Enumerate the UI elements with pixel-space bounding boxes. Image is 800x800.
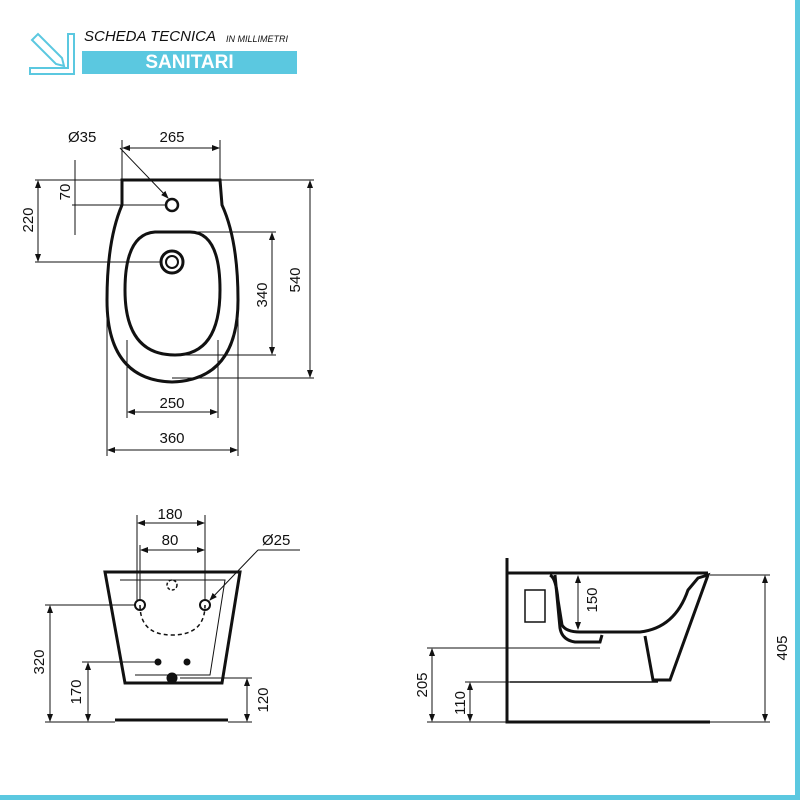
dim-405: 405 (774, 635, 791, 660)
bidet-outline (105, 178, 240, 384)
front-view (45, 515, 300, 723)
sheet-title: SCHEDA TECNICA (84, 28, 216, 45)
dim-70: 70 (57, 184, 74, 201)
dim-250: 250 (159, 395, 184, 412)
border-bottom (0, 795, 800, 800)
tap-hole (164, 197, 180, 213)
side-view (427, 558, 770, 724)
dim-150: 150 (584, 587, 601, 612)
bowl-outline (123, 230, 222, 357)
wall-and-floor (505, 558, 710, 724)
drain-hole (159, 249, 185, 275)
top-view (35, 140, 314, 456)
dim-340: 340 (254, 282, 271, 307)
border-right (795, 0, 800, 800)
dim-80: 80 (162, 532, 179, 549)
dim-360: 360 (159, 430, 184, 447)
unit-label: IN MILLIMETRI (226, 34, 289, 44)
dim-220: 220 (20, 207, 37, 232)
dim-120: 120 (255, 687, 272, 712)
front-view-labels: 180 80 Ø25 320 170 120 (31, 506, 290, 713)
category-banner: SANITARI (82, 51, 297, 74)
dim-320: 320 (31, 649, 48, 674)
bidet-side-outline (549, 572, 711, 682)
dim-540: 540 (287, 267, 304, 292)
dim-170: 170 (68, 679, 85, 704)
dim-205: 205 (414, 672, 431, 697)
pencil-ruler-icon (29, 32, 75, 75)
top-view-labels: Ø35 265 70 220 340 540 250 360 (20, 129, 304, 447)
dim-fixing-diameter: Ø25 (262, 532, 290, 549)
bidet-front-outline (103, 570, 242, 685)
dim-110: 110 (452, 691, 469, 715)
dim-265: 265 (159, 129, 184, 146)
dim-180: 180 (157, 506, 182, 523)
dim-hole-diameter: Ø35 (68, 129, 96, 146)
side-view-labels: 150 405 205 110 (414, 587, 791, 714)
